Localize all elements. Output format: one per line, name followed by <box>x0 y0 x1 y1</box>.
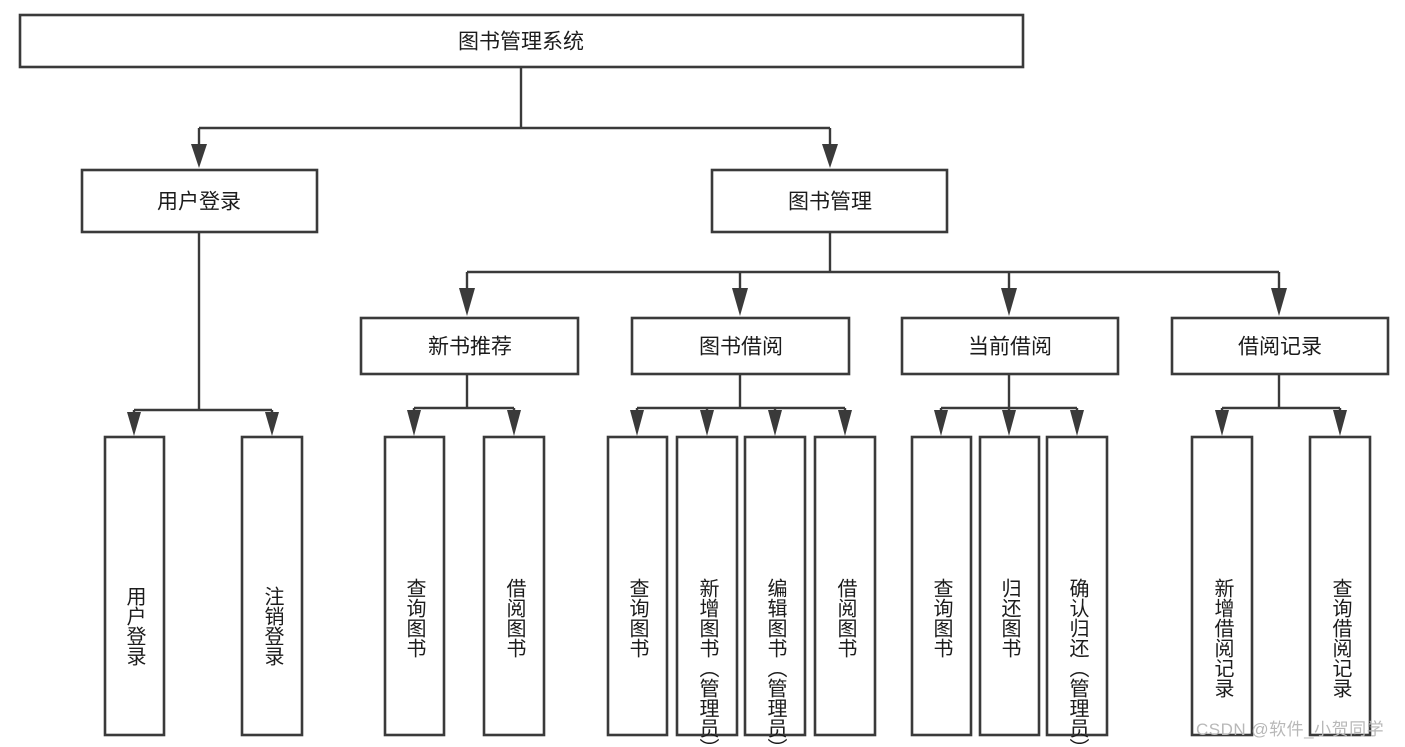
arrow-head-login <box>191 144 207 168</box>
arrow-head-leaf2 <box>265 412 279 436</box>
node-borrow-box[interactable] <box>630 316 851 376</box>
node-leaf6-box[interactable] <box>675 435 739 737</box>
node-leaf7-label: 编辑图书（管理员） <box>764 578 787 747</box>
node-login-label: 用户登录 <box>157 191 241 214</box>
node-leaf1[interactable]: 用户登录 <box>103 435 166 737</box>
node-login-box[interactable] <box>80 168 319 234</box>
node-newbook-box[interactable] <box>359 316 580 376</box>
node-leaf13-box[interactable] <box>1308 435 1372 737</box>
connector-group-root <box>191 68 838 168</box>
node-records[interactable]: 借阅记录 <box>1170 316 1390 376</box>
node-leaf5[interactable]: 查询图书 <box>606 435 669 737</box>
arrow-head-leaf12 <box>1215 410 1229 436</box>
node-leaf7[interactable]: 编辑图书（管理员） <box>743 435 807 747</box>
node-leaf10[interactable]: 归还图书 <box>978 435 1041 737</box>
node-leaf6[interactable]: 新增图书（管理员） <box>675 435 739 747</box>
node-leaf8-label: 借阅图书 <box>834 578 857 658</box>
node-leaf2-box[interactable] <box>240 435 304 737</box>
node-leaf12-label: 新增借阅记录 <box>1211 578 1234 698</box>
arrow-head-bookmgmt <box>822 144 838 168</box>
arrow-head-leaf10 <box>1002 410 1016 436</box>
arrow-head-leaf5 <box>630 410 644 436</box>
node-root[interactable]: 图书管理系统 <box>18 13 1025 69</box>
node-leaf4-label: 借阅图书 <box>503 578 526 658</box>
node-root-box[interactable] <box>18 13 1025 69</box>
node-bookmgmt[interactable]: 图书管理 <box>710 168 949 234</box>
csdn-watermark: CSDN @软件_小贺同学 <box>1196 720 1385 739</box>
arrow-head-leaf7 <box>768 410 782 436</box>
node-leaf13[interactable]: 查询借阅记录 <box>1308 435 1372 737</box>
connector-group-borrow <box>630 374 852 436</box>
node-leaf11-box[interactable] <box>1045 435 1109 737</box>
node-leaf9-box[interactable] <box>910 435 973 737</box>
node-leaf8-box[interactable] <box>813 435 877 737</box>
node-newbook[interactable]: 新书推荐 <box>359 316 580 376</box>
arrow-head-leaf13 <box>1333 410 1347 436</box>
node-leaf2[interactable]: 注销登录 <box>240 435 304 737</box>
node-leaf11[interactable]: 确认归还（管理员） <box>1045 435 1109 747</box>
node-current-box[interactable] <box>900 316 1120 376</box>
arrow-head-records <box>1271 288 1287 316</box>
node-records-label: 借阅记录 <box>1238 336 1322 359</box>
node-bookmgmt-label: 图书管理 <box>788 191 872 214</box>
node-borrow-label: 图书借阅 <box>699 336 783 359</box>
arrow-head-borrow <box>732 288 748 316</box>
node-root-label: 图书管理系统 <box>458 31 584 54</box>
node-leaf3-label: 查询图书 <box>403 578 426 658</box>
node-borrow[interactable]: 图书借阅 <box>630 316 851 376</box>
node-leaf3[interactable]: 查询图书 <box>383 435 446 737</box>
node-leaf9-label: 查询图书 <box>930 578 953 658</box>
node-leaf10-label: 归还图书 <box>998 578 1021 658</box>
node-leaf1-box[interactable] <box>103 435 166 737</box>
arrow-head-leaf6 <box>700 410 714 436</box>
node-bookmgmt-box[interactable] <box>710 168 949 234</box>
node-leaf11-label: 确认归还（管理员） <box>1066 578 1089 747</box>
node-current[interactable]: 当前借阅 <box>900 316 1120 376</box>
connector-group-newbook <box>407 374 521 436</box>
arrow-head-leaf8 <box>838 410 852 436</box>
arrow-head-newbook <box>459 288 475 316</box>
node-leaf5-box[interactable] <box>606 435 669 737</box>
node-leaf4[interactable]: 借阅图书 <box>482 435 546 737</box>
node-leaf12[interactable]: 新增借阅记录 <box>1190 435 1254 737</box>
node-login[interactable]: 用户登录 <box>80 168 319 234</box>
arrow-head-current <box>1001 288 1017 316</box>
node-leaf6-label: 新增图书（管理员） <box>696 578 719 747</box>
node-newbook-label: 新书推荐 <box>428 336 512 359</box>
node-leaf13-label: 查询借阅记录 <box>1329 578 1352 698</box>
arrow-head-leaf3 <box>407 410 421 436</box>
node-leaf7-box[interactable] <box>743 435 807 737</box>
connector-group-records <box>1215 374 1347 436</box>
node-leaf8[interactable]: 借阅图书 <box>813 435 877 737</box>
node-leaf5-label: 查询图书 <box>626 578 649 658</box>
node-leaf3-box[interactable] <box>383 435 446 737</box>
node-leaf12-box[interactable] <box>1190 435 1254 737</box>
connector-group-login <box>127 232 279 436</box>
arrow-head-leaf9 <box>934 410 948 436</box>
node-records-box[interactable] <box>1170 316 1390 376</box>
node-leaf2-label: 注销登录 <box>261 586 284 666</box>
node-leaf1-label: 用户登录 <box>123 586 146 666</box>
node-leaf9[interactable]: 查询图书 <box>910 435 973 737</box>
arrow-head-leaf11 <box>1070 410 1084 436</box>
arrow-head-leaf4 <box>507 410 521 436</box>
node-leaf4-box[interactable] <box>482 435 546 737</box>
node-current-label: 当前借阅 <box>968 336 1052 359</box>
arrow-head-leaf1 <box>127 412 141 436</box>
connector-group-current <box>934 374 1084 436</box>
connector-group-bookmgmt <box>459 232 1287 316</box>
node-leaf10-box[interactable] <box>978 435 1041 737</box>
